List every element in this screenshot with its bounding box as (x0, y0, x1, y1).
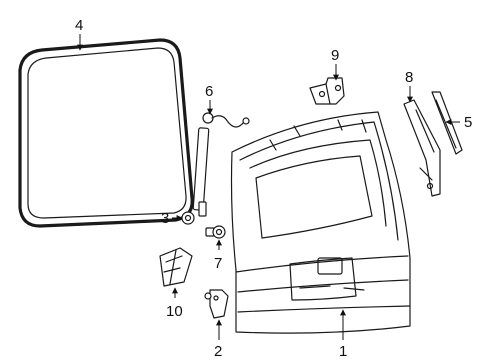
callout-1: 1 (339, 343, 347, 360)
callout-7: 7 (214, 255, 222, 272)
callout-4: 4 (75, 17, 83, 34)
callout-3: 3 (161, 210, 169, 227)
grommet (181, 211, 195, 225)
leader-lines (77, 34, 460, 340)
callout-10: 10 (166, 303, 183, 320)
latch-assembly (159, 247, 193, 287)
liftgate-hinge (309, 77, 345, 105)
lift-support-strut (192, 112, 250, 217)
weatherstrip-seal (18, 38, 194, 228)
callout-labels: 4 6 9 8 5 3 7 10 2 1 (75, 17, 472, 360)
callout-2: 2 (214, 343, 222, 360)
side-trim-strip (403, 99, 441, 197)
callout-5: 5 (464, 114, 472, 131)
callout-6: 6 (205, 83, 213, 100)
callout-9: 9 (331, 47, 339, 64)
striker (204, 289, 229, 319)
callout-8: 8 (405, 69, 413, 86)
liftgate-panel (230, 111, 411, 334)
bumper-stop (205, 225, 226, 239)
